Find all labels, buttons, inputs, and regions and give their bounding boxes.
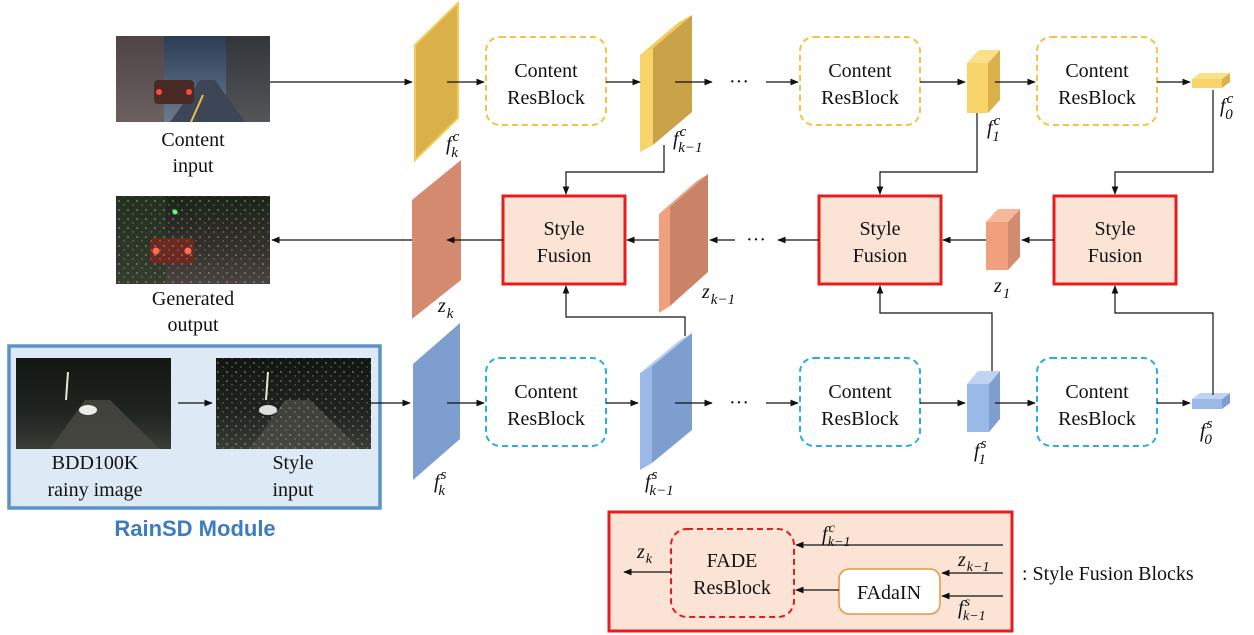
svg-text:Content: Content [1065, 381, 1129, 403]
feature-cube-f1-s [967, 371, 1000, 432]
ellipsis-output: ··· [746, 229, 766, 251]
content-resblock-2: Content ResBlock [799, 36, 921, 126]
bdd-label-1: BDD100K [52, 452, 139, 474]
feature-cube-f1-c [967, 50, 1000, 113]
style-fusion-1: Style Fusion [501, 194, 627, 286]
feature-cube-z1 [986, 209, 1020, 270]
style-input-label-2: input [272, 479, 314, 501]
svg-text:Style: Style [859, 218, 900, 240]
feature-plane-fk-c [414, 0, 459, 163]
fadain-label: FAdaIN [857, 582, 921, 604]
fadain-block [838, 568, 941, 615]
svg-text:Fusion: Fusion [537, 245, 591, 267]
feature-plane-zk1 [659, 174, 708, 313]
svg-text:ResBlock: ResBlock [507, 408, 585, 430]
generated-output-label-1: Generated [152, 288, 234, 310]
legend-out-zk: zk [636, 541, 653, 567]
feature-plane-fk1-s [640, 333, 692, 470]
feature-cube-f0-c [1192, 73, 1230, 88]
svg-text:Content: Content [828, 60, 892, 82]
svg-text:Content: Content [514, 60, 578, 82]
content-input-image [116, 36, 270, 123]
feature-plane-fk1-c [640, 15, 692, 152]
svg-text:Fusion: Fusion [1088, 245, 1142, 267]
style-input-label-1: Style [272, 452, 313, 474]
style-resblock-1: Content ResBlock [485, 357, 607, 447]
fade-label-1: FADE [707, 550, 758, 572]
style-resblock-3: Content ResBlock [1036, 357, 1158, 447]
style-fusion-3: Style Fusion [1052, 194, 1178, 286]
legend-description: : Style Fusion Blocks [1022, 563, 1194, 585]
label-zk1: zk−1 [701, 281, 735, 308]
svg-text:ResBlock: ResBlock [821, 408, 899, 430]
fade-resblock [670, 528, 795, 618]
svg-text:ResBlock: ResBlock [507, 87, 585, 109]
fade-label-2: ResBlock [693, 577, 771, 599]
feature-cube-f0-s [1192, 393, 1230, 409]
bdd-rainy-image [16, 358, 171, 449]
svg-text:Style: Style [543, 218, 584, 240]
svg-text:ResBlock: ResBlock [821, 87, 899, 109]
rainsd-title: RainSD Module [114, 516, 275, 541]
svg-text:Style: Style [1094, 218, 1135, 240]
content-resblock-3: Content ResBlock [1036, 36, 1158, 126]
style-input-image [216, 358, 371, 449]
ellipsis-content: ··· [729, 71, 749, 93]
legend-in-z: zk−1 [957, 549, 989, 575]
svg-text:Fusion: Fusion [853, 245, 907, 267]
style-fusion-2: Style Fusion [817, 194, 943, 286]
generated-output-label-2: output [167, 314, 219, 336]
label-z1: z1 [993, 275, 1010, 302]
content-input-label-1: Content [161, 129, 225, 151]
style-resblock-2: Content ResBlock [799, 357, 921, 447]
label-zk: zk [437, 295, 454, 322]
content-resblock-1: Content ResBlock [485, 36, 607, 126]
bdd-label-2: rainy image [48, 479, 143, 501]
feature-plane-fk-s [413, 323, 460, 480]
ellipsis-style: ··· [729, 392, 749, 414]
arrows [178, 78, 1214, 407]
svg-text:ResBlock: ResBlock [1058, 87, 1136, 109]
feature-plane-zk [412, 160, 461, 319]
generated-output-image [116, 196, 270, 284]
svg-text:Content: Content [828, 381, 892, 403]
content-input-label-2: input [172, 155, 214, 177]
svg-text:Content: Content [514, 381, 578, 403]
svg-text:ResBlock: ResBlock [1058, 408, 1136, 430]
svg-text:Content: Content [1065, 60, 1129, 82]
